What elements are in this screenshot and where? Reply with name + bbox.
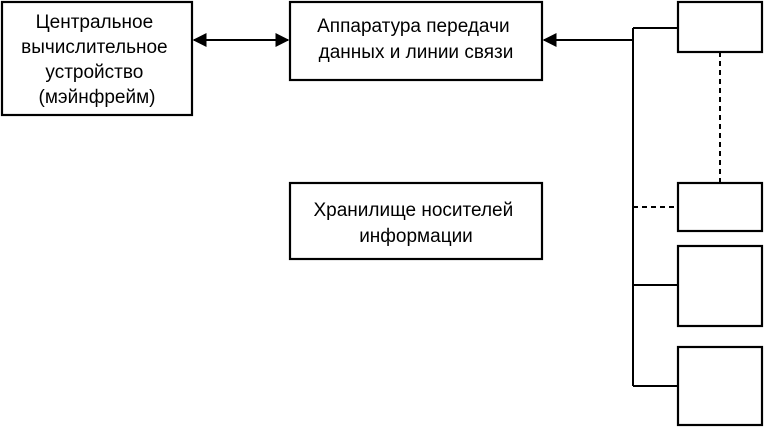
terminal-4-box	[676, 345, 764, 427]
terminal-1-box	[676, 0, 764, 54]
svg-text:Центральное вычислительн: Центральное вычислительное устройство (м…	[21, 12, 173, 108]
network-equipment-box: Аппаратура передачи данных и линии связи	[288, 0, 544, 82]
mainframe-label-line-3: устройство	[45, 62, 143, 83]
network-label-line-1: Аппаратура передачи	[317, 16, 509, 37]
storage-label-line-2: информации	[359, 226, 473, 247]
terminal-2-box	[676, 181, 764, 233]
svg-text:Аппаратура передачи данн: Аппаратура передачи данных и линии связи	[317, 16, 515, 63]
storage-box: Хранилище носителей информации	[288, 181, 544, 261]
svg-text:Хранилище носителей инфо: Хранилище носителей информации	[313, 200, 518, 247]
terminal-3-box	[676, 244, 764, 328]
mainframe-label-line-4: (мэйнфрейм)	[39, 87, 156, 108]
mainframe-box: Центральное вычислительное устройство (м…	[0, 0, 194, 117]
mainframe-label-line-1: Центральное	[36, 12, 154, 33]
storage-label-line-1: Хранилище носителей	[313, 200, 513, 221]
mainframe-label-line-2: вычислительное	[21, 37, 168, 58]
network-label-line-2: данных и линии связи	[319, 42, 514, 63]
